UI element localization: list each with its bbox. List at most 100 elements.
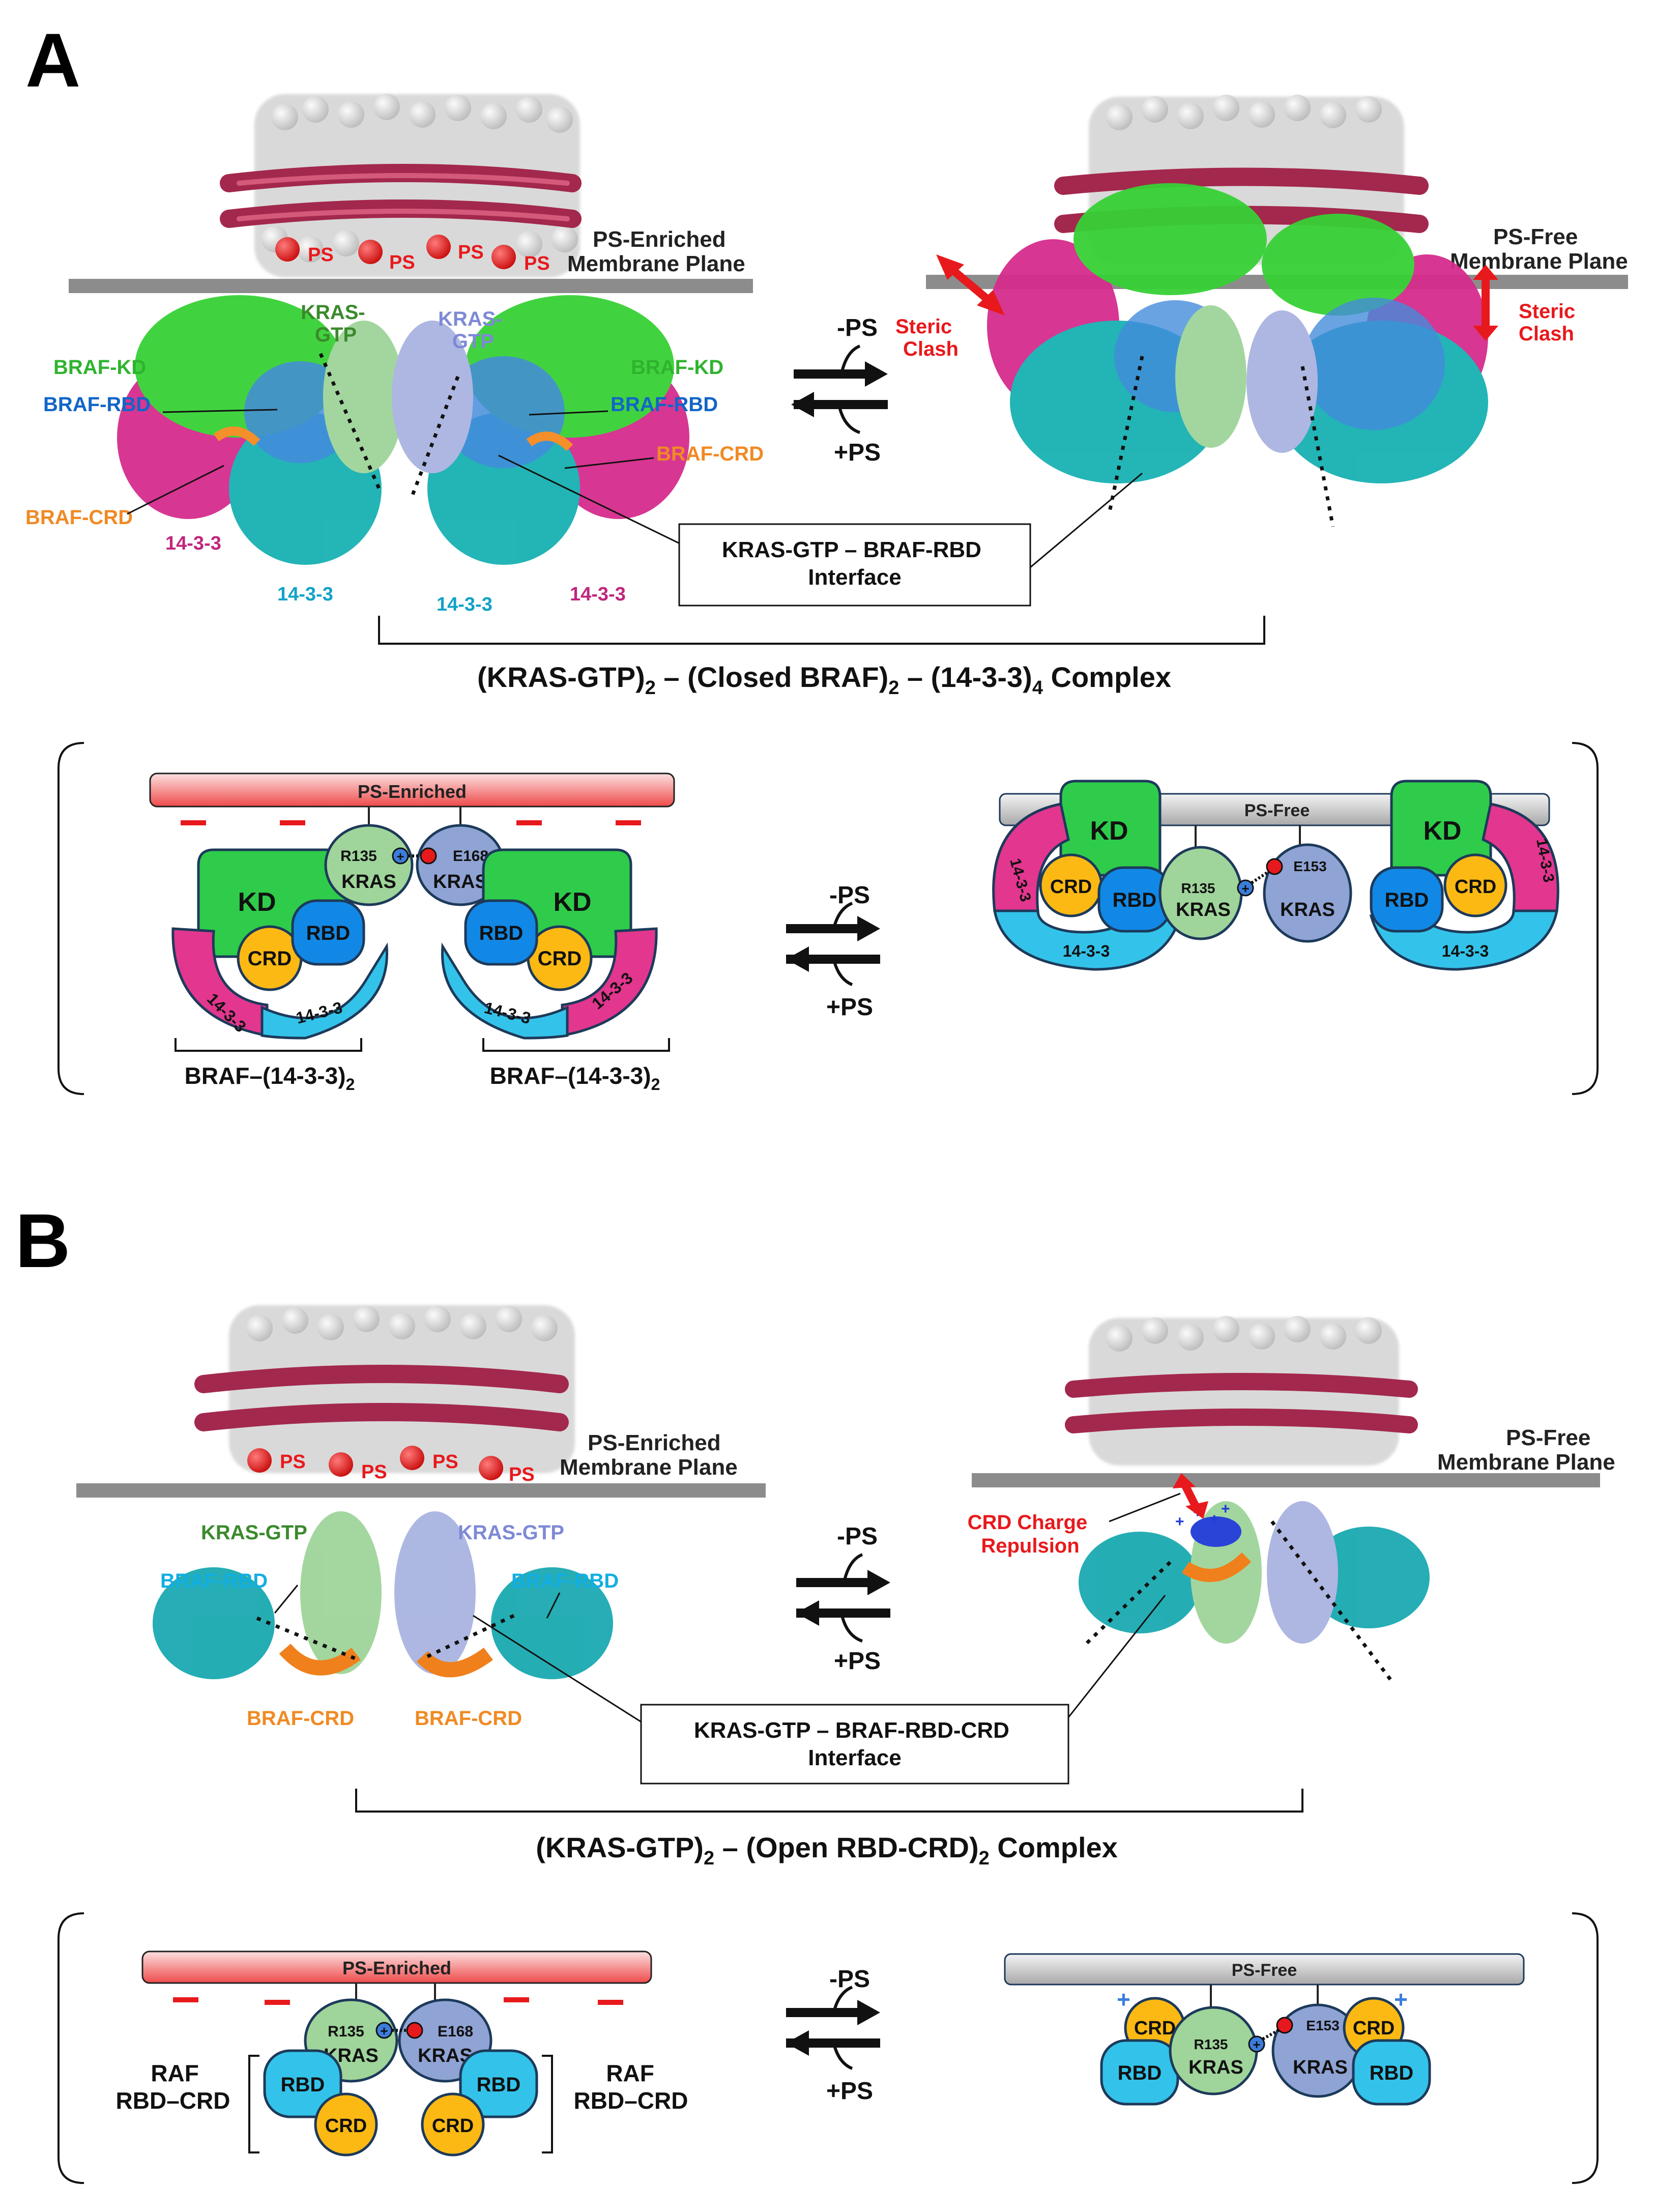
plus-ps-label: +PS xyxy=(826,2078,873,2105)
braf-crd-label: BRAF-CRD xyxy=(247,1707,354,1730)
raf-rbd-crd-label: RAF RBD–CRD xyxy=(116,2060,230,2114)
rbd-label: RBD xyxy=(479,922,524,944)
positive-charge-icon xyxy=(1248,2035,1265,2053)
ps-label: PS xyxy=(389,252,415,273)
schematic-left-brace xyxy=(57,1912,84,2184)
negative-charge-icon xyxy=(1276,2017,1293,2034)
svg-text:+: + xyxy=(1210,1511,1219,1528)
ps-ball-icon xyxy=(358,240,383,264)
crd-label: CRD xyxy=(248,947,292,970)
plus-ps-label: +PS xyxy=(834,1648,881,1675)
panel-a-letter: A xyxy=(25,17,80,103)
leader-line xyxy=(162,409,278,413)
p1433-label: 14-3-3 xyxy=(165,533,221,554)
ps-enriched-label: PS-Enriched xyxy=(358,781,467,802)
rbd-label: RBD xyxy=(477,2074,521,2096)
kd-domain xyxy=(1059,780,1162,877)
residue-e168: E168 xyxy=(453,848,488,865)
interface-box xyxy=(678,523,1031,607)
crd-label: CRD xyxy=(538,947,582,970)
ps-label: PS xyxy=(432,1451,458,1473)
protein-cartoon xyxy=(117,295,689,565)
kras-lavender xyxy=(392,321,473,473)
braf-rbd-label: BRAF-RBD xyxy=(160,1570,268,1592)
p1433-label: 14-3-3 xyxy=(1063,942,1110,960)
negative-charge-icon xyxy=(420,847,437,865)
positive-charge-icon: + xyxy=(380,2023,388,2038)
interface-box xyxy=(640,1704,1069,1785)
positive-charge-icon xyxy=(1237,879,1254,897)
schematic-left-brace xyxy=(57,742,84,1095)
ps-ball-icon xyxy=(491,245,516,269)
crd-repulsion-arrow-icon xyxy=(1173,1473,1208,1519)
positive-charge-icon: + xyxy=(1241,881,1249,896)
schematic-right-brace xyxy=(1572,1912,1599,2184)
ps-badges: PS PS PS PS xyxy=(247,1446,535,1485)
crd-label: CRD xyxy=(1455,876,1496,898)
braf-1433-label: BRAF–(14-3-3)2 xyxy=(490,1062,660,1094)
residue-e168: E168 xyxy=(438,2023,473,2040)
membrane-plane xyxy=(69,279,753,293)
minus-ps-label: -PS xyxy=(837,314,878,341)
membrane-label: PS-Enriched Membrane Plane xyxy=(560,1430,738,1480)
braf-crd-left xyxy=(213,426,260,446)
residue-e153: E153 xyxy=(1306,2018,1339,2033)
kras-blue-domain xyxy=(1263,843,1352,943)
panel-a: A PS PS PS xyxy=(25,17,1628,1095)
panel-a-schematic: PS-Enriched KD 14-3-3 14-3-3 CRD RBD KRA… xyxy=(57,742,1599,1095)
rbd-label: RBD xyxy=(306,922,351,944)
kras-gtp-label: KRAS-GTP xyxy=(458,1521,564,1544)
rbd-domain xyxy=(459,2049,538,2118)
negative-charge-icon xyxy=(1266,858,1283,875)
panel-b-structure-right: PS-Free Membrane Plane ++++ xyxy=(968,1316,1615,1686)
schematic-right-brace xyxy=(1572,742,1599,1095)
ps-free-bar xyxy=(1004,1953,1525,1986)
kras-gtp-label: KRAS- GTP xyxy=(301,301,371,346)
plus-ps-label: +PS xyxy=(834,439,881,466)
kd-label: KD xyxy=(1423,816,1461,846)
complex-bracket xyxy=(378,616,1265,645)
rbd-domain xyxy=(263,2049,342,2118)
kd-label: KD xyxy=(1090,816,1128,846)
steric-clash-label: Steric Clash xyxy=(895,315,959,360)
kras-label: KRAS xyxy=(1188,2057,1243,2078)
panel-b-letter: B xyxy=(15,1198,70,1283)
braf-rbd-label: BRAF-RBD xyxy=(611,393,718,416)
complex-bracket xyxy=(355,1789,1303,1813)
svg-text:+: + xyxy=(1175,1513,1184,1530)
braf-rbd-label: BRAF-RBD xyxy=(43,393,151,416)
ps-label: PS xyxy=(308,244,334,266)
p1433-label: 14-3-3 xyxy=(277,584,333,605)
ps-ball-icon xyxy=(400,1446,424,1470)
ps-free-label: PS-Free xyxy=(1232,1961,1297,1980)
residue-r135: R135 xyxy=(1194,2036,1228,2052)
residue-r135: R135 xyxy=(328,2023,364,2040)
ps-free-label: PS-Free xyxy=(1244,801,1310,820)
minus-ps-label: -PS xyxy=(837,1523,878,1550)
rbd-domain xyxy=(1370,866,1444,933)
ps-ball-icon xyxy=(275,237,300,262)
ps-ball-icon xyxy=(479,1456,503,1480)
positive-charge-icon: + xyxy=(1253,2037,1260,2052)
crd-label: CRD xyxy=(325,2115,367,2137)
residue-e153: E153 xyxy=(1293,858,1326,874)
svg-text:+: + xyxy=(1221,1501,1230,1517)
rbd-domain xyxy=(464,899,538,966)
panel-a-structure-left: PS PS PS PS PS-Enriched Membrane Plane xyxy=(25,94,764,615)
crd-label: CRD xyxy=(1050,876,1092,898)
kras-gtp-label: KRAS- GTP xyxy=(438,308,508,353)
kras-label: KRAS xyxy=(1293,2057,1348,2078)
interface-dotline xyxy=(318,353,381,490)
ps-badges: PS PS PS PS xyxy=(275,235,550,274)
kras-gtp-label: KRAS-GTP xyxy=(201,1521,307,1544)
interface-dotline xyxy=(410,376,460,497)
ps-ball-icon xyxy=(426,235,451,259)
panel-a-structure-right: PS-Free Membrane Plane xyxy=(895,95,1628,527)
complex-title: (KRAS-GTP)2 – (Closed BRAF)2 – (14-3-3)4… xyxy=(477,661,1171,699)
kd-domain xyxy=(1390,780,1492,877)
kras-label: KRAS xyxy=(1280,899,1335,921)
membrane-plane xyxy=(972,1473,1600,1487)
braf-crd-label: BRAF-CRD xyxy=(415,1707,522,1730)
